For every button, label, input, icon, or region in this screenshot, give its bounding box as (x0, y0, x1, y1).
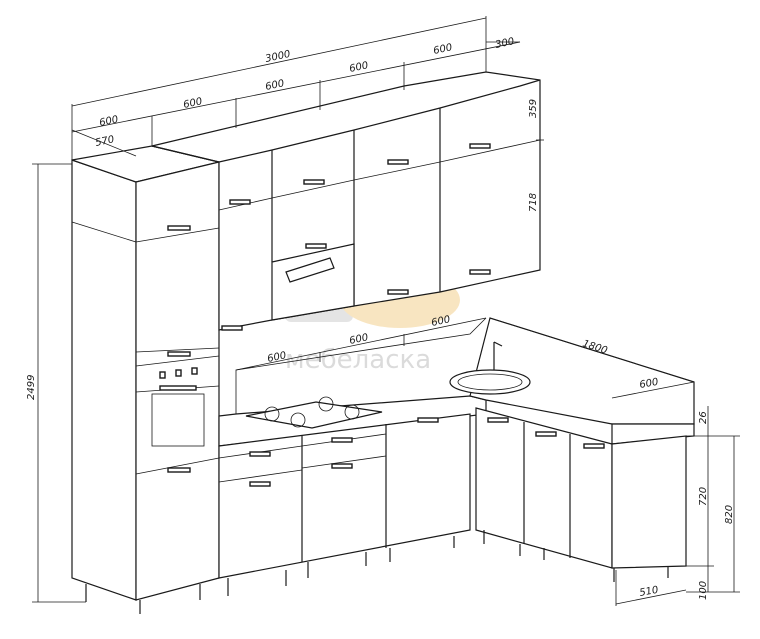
dim-upper-height: 718 (528, 193, 539, 212)
oven-knob-2 (175, 369, 182, 377)
base-side-run (449, 317, 695, 582)
hood-glass (285, 257, 335, 283)
oven (151, 393, 205, 447)
dim-total-width: 3000 (264, 49, 291, 65)
tall-column (71, 145, 220, 614)
dim-base-3: 600 (430, 314, 451, 329)
dim-total-height: 2499 (26, 375, 37, 400)
dim-base-height: 720 (698, 487, 709, 506)
watermark-text: мебеласка (285, 345, 431, 375)
upper-cabinets (151, 71, 541, 331)
dim-plinth: 100 (698, 581, 709, 600)
oven-knob-3 (191, 367, 198, 375)
dim-corner-depth: 600 (639, 377, 660, 391)
dim-upper-5: 600 (432, 42, 453, 57)
dim-upper-4: 600 (348, 60, 369, 75)
dim-upper-top-height: 359 (528, 99, 539, 118)
dim-tall-width: 600 (98, 114, 119, 129)
dim-base-1: 600 (266, 350, 287, 365)
dimension-lines (32, 16, 740, 606)
oven-knob-1 (159, 371, 166, 379)
base-back-run (218, 395, 487, 596)
dim-base-2: 600 (348, 332, 369, 347)
dim-base-total: 820 (724, 505, 735, 524)
dim-base-depth: 510 (639, 585, 660, 599)
dim-upper-depth: 300 (494, 36, 515, 51)
dim-upper-2: 600 (182, 96, 203, 111)
dim-countertop: 26 (698, 411, 709, 424)
dim-tall-depth: 570 (94, 134, 115, 149)
cooktop (245, 401, 383, 429)
dim-upper-3: 600 (264, 78, 285, 93)
